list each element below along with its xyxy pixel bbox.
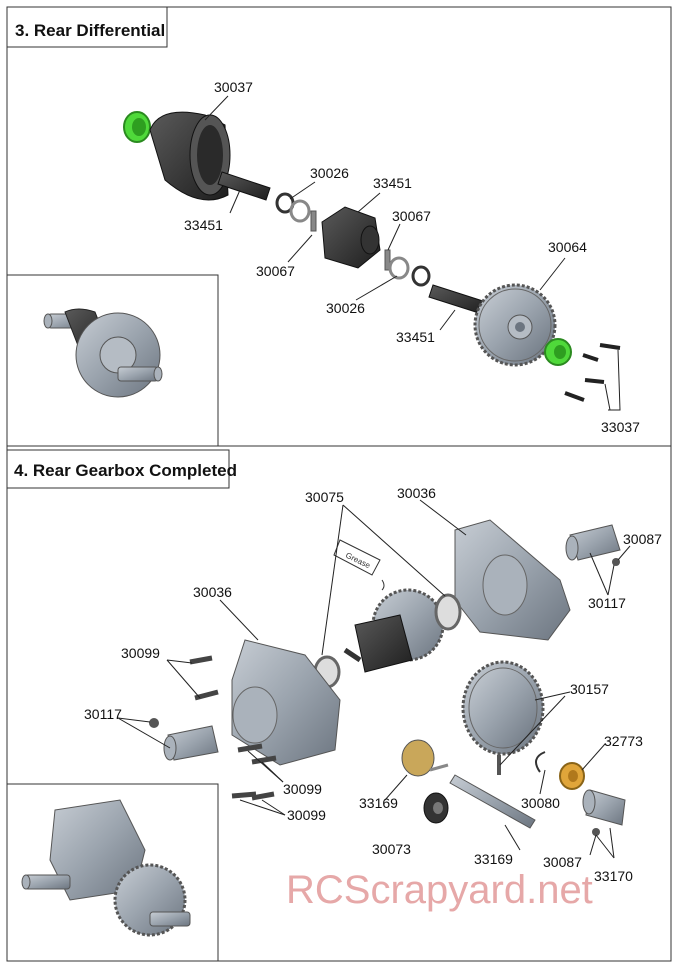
watermark: RCScrapyard.net <box>286 868 593 912</box>
housing-lower <box>231 639 341 766</box>
label-30036-upper: 30036 <box>397 485 436 501</box>
bearing-30073 <box>423 792 449 824</box>
label-30117-upper: 30117 <box>588 595 626 611</box>
section-title-box <box>6 6 168 48</box>
label-30036-lower: 30036 <box>193 584 232 600</box>
label-30067-left: 30067 <box>256 263 295 279</box>
output-shaft <box>449 755 536 829</box>
section-title-2: 4. Rear Gearbox Completed <box>14 461 237 480</box>
gold-nut <box>559 762 585 790</box>
diff-carrier <box>321 206 381 269</box>
label-32773: 32773 <box>604 733 643 749</box>
washer-upper <box>275 192 311 223</box>
label-33451-lower: 33451 <box>396 329 435 345</box>
ring-gear <box>473 283 557 367</box>
cross-pin-left <box>310 210 317 232</box>
label-30064: 30064 <box>548 239 587 255</box>
label-30099-b: 30099 <box>287 807 326 823</box>
inset-frame-2 <box>7 783 219 961</box>
label-33037: 33037 <box>601 419 640 435</box>
washer-lower <box>388 256 431 287</box>
label-30099-upper: 30099 <box>121 645 160 661</box>
label-33169-shaft: 33169 <box>474 851 513 867</box>
label-33451-case: 33451 <box>373 175 412 191</box>
label-33451-left: 33451 <box>184 217 223 233</box>
green-ring-left <box>123 111 151 143</box>
label-30075: 30075 <box>305 489 344 505</box>
pinion-gear <box>401 739 449 777</box>
outdrive-left <box>149 718 219 761</box>
spur-gear <box>461 660 545 756</box>
label-33170: 33170 <box>594 868 633 884</box>
outdrive-upper <box>565 524 621 566</box>
housing-upper <box>454 519 571 641</box>
label-33169-pinion: 33169 <box>359 795 398 811</box>
section-title: 3. Rear Differential <box>15 21 165 40</box>
outdrive-lower <box>582 789 626 836</box>
section-rear-differential: 3. Rear Differential <box>6 6 672 447</box>
inset-gearbox-assembly <box>21 799 191 937</box>
bevel-diff <box>343 588 445 673</box>
label-30117-left: 30117 <box>84 706 122 722</box>
label-30073: 30073 <box>372 841 411 857</box>
section-title-box-2 <box>6 449 230 489</box>
label-30026-lower: 30026 <box>326 300 365 316</box>
screws-33037 <box>564 343 621 402</box>
green-ring-right <box>544 338 572 366</box>
label-30087-upper: 30087 <box>623 531 662 547</box>
label-30037-top: 30037 <box>214 79 253 95</box>
label-30026-upper: 30026 <box>310 165 349 181</box>
label-30067-right: 30067 <box>392 208 431 224</box>
section-rear-gearbox: 4. Rear Gearbox Completed Grease <box>6 445 672 962</box>
inset-frame <box>7 274 219 446</box>
grease-tube: Grease <box>333 539 385 591</box>
e-clip <box>535 751 546 773</box>
label-30087-lower: 30087 <box>543 854 582 870</box>
diff-case <box>149 111 231 201</box>
diff-shaft-left <box>217 171 271 201</box>
section-frame-2 <box>6 445 672 962</box>
label-30099-a: 30099 <box>283 781 322 797</box>
label-30080: 30080 <box>521 795 560 811</box>
inset-diff-assembly <box>43 308 163 398</box>
label-30157: 30157 <box>570 681 609 697</box>
cross-pin-right <box>384 249 391 271</box>
